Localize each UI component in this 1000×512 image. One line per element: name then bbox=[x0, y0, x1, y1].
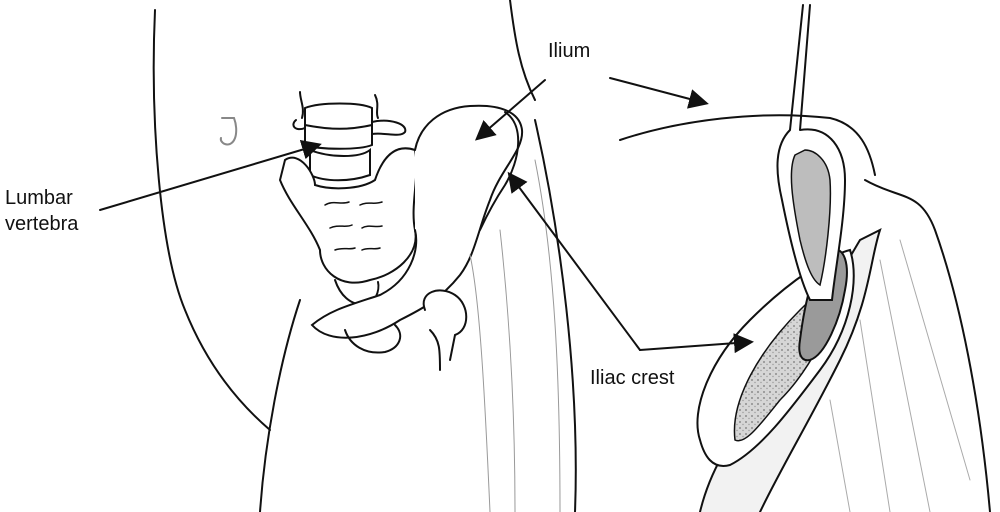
skin-fold-right bbox=[619, 114, 876, 176]
ilium-arrow-right bbox=[609, 77, 709, 109]
thigh-outline-right bbox=[534, 119, 577, 512]
body-outline-left bbox=[152, 9, 271, 431]
iliac-crest-arrow-left bbox=[507, 171, 641, 351]
ilium-left bbox=[310, 104, 524, 339]
thigh-outline bbox=[259, 299, 301, 512]
muscle-fibers-right bbox=[829, 239, 971, 512]
label-lumbar-line2: vertebra bbox=[5, 213, 79, 235]
iliac-crest-rim bbox=[479, 111, 520, 231]
navel bbox=[219, 117, 238, 146]
sacral-foramina bbox=[324, 201, 383, 251]
label-ilium: Ilium bbox=[548, 40, 591, 62]
lumbar-vertebra-arrow bbox=[99, 139, 322, 211]
iliac-crest-arrow-right bbox=[639, 333, 754, 354]
femur-head bbox=[422, 289, 468, 371]
sacrum bbox=[278, 147, 418, 284]
label-iliac-crest: Iliac crest bbox=[590, 367, 675, 389]
ilium-arrow-left bbox=[474, 79, 546, 141]
retractor-instrument bbox=[776, 4, 847, 301]
incision-skin bbox=[864, 179, 991, 512]
label-lumbar-line1: Lumbar bbox=[5, 187, 73, 209]
thigh-muscle bbox=[469, 159, 561, 512]
body-outline-waist bbox=[509, 0, 536, 101]
pubis bbox=[344, 324, 402, 354]
